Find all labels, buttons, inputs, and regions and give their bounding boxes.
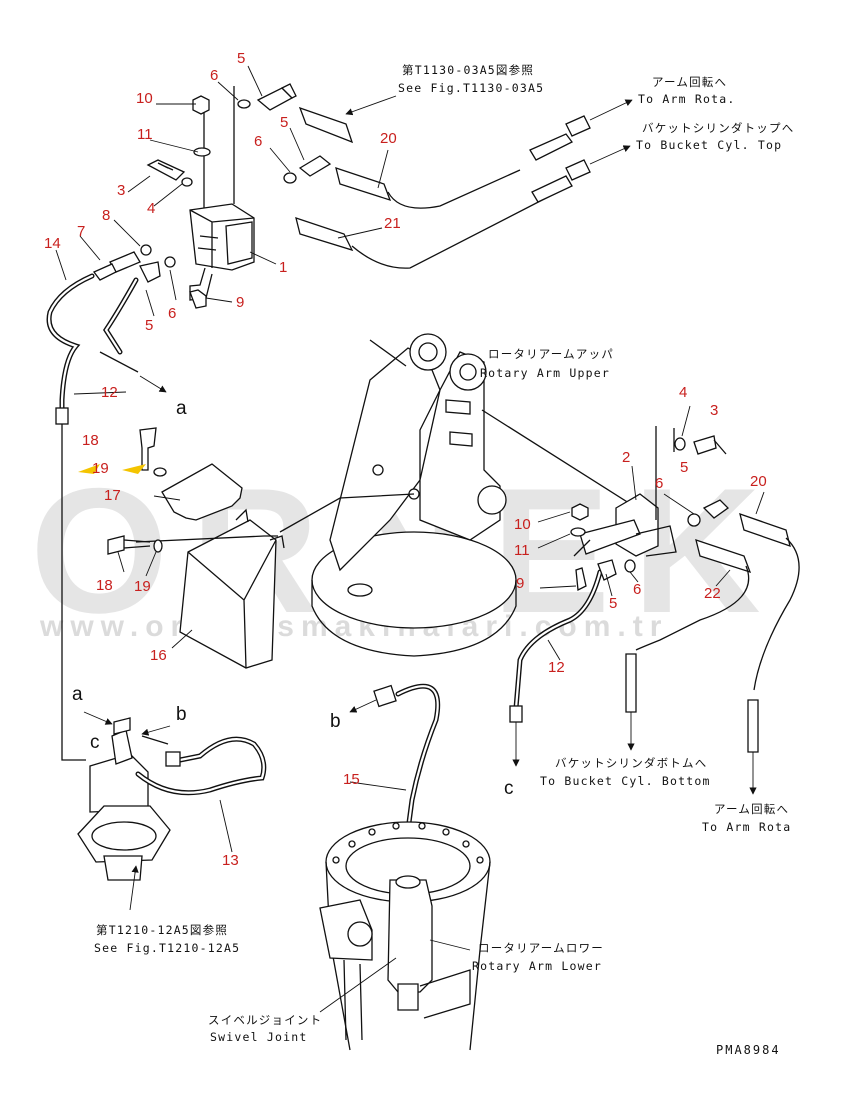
part-number-label: 6 [168,305,176,322]
part-number-label: 8 [102,207,110,224]
connection-letter-b: b [176,704,187,725]
fasteners-18-19 [78,427,167,555]
note-bucket-top-jp: バケットシリンダトップへ [642,121,794,135]
part-number-label: 22 [704,585,721,602]
part-number-label: 4 [147,200,155,217]
hoses-14-12-left [46,273,167,761]
part-number-label: 2 [622,449,630,466]
note-arm-rota2-jp: アーム回転へ [714,802,789,816]
drawing-code: PMA8984 [716,1043,781,1057]
part-number-label: 1 [279,259,287,276]
part-number-label: 5 [280,114,288,131]
part-number-label: 19 [134,578,151,595]
part-number-label: 15 [343,771,360,788]
connection-letter-a: a [72,684,83,705]
part-number-label: 6 [655,475,663,492]
note-bucket-top-en: To Bucket Cyl. Top [636,138,782,152]
valve-block-assembly [189,86,255,301]
fastener-group-top [146,95,211,309]
part-number-label: 6 [210,67,218,84]
part-number-label: 14 [44,235,61,252]
note-arm-rota2-en: To Arm Rota [702,820,791,834]
part-number-label: 5 [680,459,688,476]
rotary-arm-lower [319,683,491,1051]
connection-letters: a a b b c c [72,398,514,799]
note-rotary-lower-en: Rotary Arm Lower [472,959,602,973]
part-number-label: 13 [222,852,239,869]
valve-block-right [509,426,800,795]
part-number-label: 3 [117,182,125,199]
guard-plates [135,463,415,669]
rotary-arm-upper [311,333,641,657]
connection-letter-b: b [330,711,341,732]
note-rotary-upper-jp: ロータリアームアッパ [488,347,614,361]
part-number-label: 10 [136,90,153,107]
connection-letter-c: c [504,778,514,799]
note-bucket-bottom-en: To Bucket Cyl. Bottom [540,774,711,788]
note-fig-ref2-en: See Fig.T1210-12A5 [94,941,240,955]
note-swivel-jp: スイベルジョイント [208,1013,322,1027]
connection-letter-a: a [176,398,187,419]
part-number-label: 20 [750,473,767,490]
note-swivel-en: Swivel Joint [210,1030,307,1044]
part-number-label: 5 [145,317,153,334]
part-number-label: 19 [92,460,109,477]
part-number-label: 16 [150,647,167,664]
part-number-label: 9 [236,294,244,311]
part-number-label: 11 [137,126,153,143]
fittings-top [92,83,332,283]
part-number-label: 17 [104,487,121,504]
part-number-label: 21 [384,215,401,232]
part-number-labels: 5 6 10 11 6 5 20 3 4 8 7 14 21 1 5 6 9 1… [44,50,767,869]
note-rotary-lower-jp: ロータリアームロワー [478,941,604,955]
part-number-label: 6 [254,133,262,150]
part-number-label: 11 [514,542,530,559]
part-number-label: 12 [548,659,565,676]
part-number-label: 12 [101,384,118,401]
connection-letter-c: c [90,732,100,753]
part-number-label: 3 [710,402,718,419]
part-number-label: 6 [633,581,641,598]
note-fig-ref-jp: 第T1130-03A5図参照 [402,63,534,77]
hoses-20-21 [295,95,633,269]
part-number-label: 5 [609,595,617,612]
part-number-label: 7 [77,223,85,240]
note-fig-ref2-jp: 第T1210-12A5図参照 [96,923,228,937]
note-arm-rota-jp: アーム回転へ [652,75,727,89]
part-number-label: 18 [82,432,99,449]
part-number-label: 9 [516,575,524,592]
leader-lines [55,65,765,951]
part-number-label: 10 [514,516,531,533]
part-number-label: 20 [380,130,397,147]
note-arm-rota-en: To Arm Rota. [638,92,735,106]
motor-assembly [77,711,267,911]
note-fig-ref-en: See Fig.T1130-03A5 [398,81,544,95]
note-rotary-upper-en: Rotary Arm Upper [480,366,610,380]
part-number-label: 18 [96,577,113,594]
part-number-label: 5 [237,50,245,67]
part-number-label: 4 [679,384,687,401]
note-bucket-bottom-jp: バケットシリンダボトムへ [555,756,707,770]
callout-notes: 第T1130-03A5図参照 See Fig.T1130-03A5 アーム回転へ… [94,63,794,1044]
